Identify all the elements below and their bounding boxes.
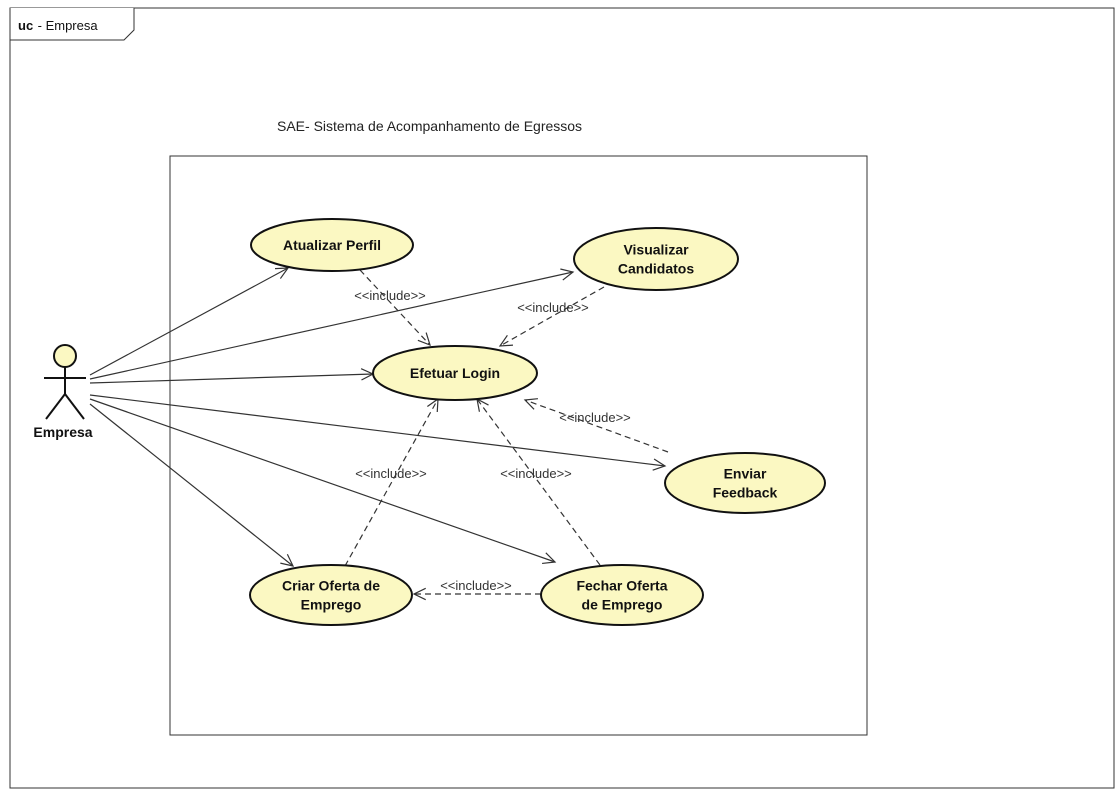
use-case-atualizar-perfil[interactable]: Atualizar Perfil: [250, 218, 414, 272]
assoc-fechar-oferta-arrowhead: [542, 552, 557, 565]
frame-kind: uc: [18, 18, 33, 33]
use-case-label: Feedback: [713, 485, 778, 501]
use-case-label: Enviar: [724, 466, 767, 482]
include-criar-oferta-line: [344, 398, 439, 567]
actor-empresa[interactable]: Empresa: [33, 344, 93, 440]
include-atualizar-perfil-arrowhead: [417, 332, 431, 347]
assoc-atualizar-perfil-arrowhead: [274, 267, 290, 279]
use-case-label: Emprego: [301, 597, 362, 613]
include-enviar-feedback[interactable]: <<include>>: [523, 398, 669, 453]
use-case-label: Criar Oferta de: [282, 578, 380, 594]
actor-right-leg: [64, 393, 85, 420]
include-visualizar[interactable]: <<include>>: [498, 286, 605, 347]
include-criar-oferta[interactable]: <<include>>: [344, 397, 439, 567]
include-visualizar-label: <<include>>: [517, 300, 589, 315]
use-case-label: Candidatos: [618, 261, 694, 277]
use-case-ellipse: [664, 452, 826, 514]
use-case-ellipse: [249, 564, 413, 626]
use-case-fechar-oferta[interactable]: Fechar Oferta de Emprego: [540, 564, 704, 626]
include-visualizar-arrowhead: [498, 334, 514, 347]
use-case-label: Fechar Oferta: [576, 578, 667, 594]
include-fechar-criar[interactable]: <<include>>: [412, 578, 541, 601]
assoc-fechar-oferta[interactable]: [89, 398, 556, 563]
frame-label: uc - Empresa: [18, 17, 98, 34]
assoc-enviar-feedback-arrowhead: [652, 458, 667, 471]
assoc-criar-oferta[interactable]: [89, 403, 294, 567]
assoc-visualizar-arrowhead: [560, 268, 575, 281]
include-criar-oferta-label: <<include>>: [355, 466, 427, 481]
include-atualizar-perfil[interactable]: <<include>>: [354, 269, 431, 347]
assoc-enviar-feedback[interactable]: [89, 394, 666, 467]
assoc-criar-oferta-arrowhead: [280, 554, 295, 567]
actor-head: [53, 344, 77, 368]
use-case-label: Atualizar Perfil: [283, 237, 381, 253]
use-case-ellipse: [573, 227, 739, 291]
include-criar-oferta-arrowhead: [427, 397, 439, 413]
use-cases: Atualizar Perfil VisualizarCandidatosEfet…: [249, 218, 826, 626]
actor-left-leg: [45, 393, 66, 420]
actor-label: Empresa: [33, 424, 92, 440]
assoc-atualizar-perfil[interactable]: [89, 267, 289, 376]
association-lines: [89, 267, 667, 567]
include-enviar-feedback-line: [524, 399, 669, 453]
include-enviar-feedback-label: <<include>>: [559, 410, 631, 425]
frame-name: - Empresa: [38, 18, 99, 33]
include-atualizar-perfil-line: [359, 269, 431, 346]
include-atualizar-perfil-label: <<include>>: [354, 288, 426, 303]
use-case-ellipse: [540, 564, 704, 626]
use-case-label: Visualizar: [623, 242, 689, 258]
use-case-label: de Emprego: [582, 597, 663, 613]
system-title: SAE- Sistema de Acompanhamento de Egress…: [277, 118, 582, 134]
include-fechar-criar-arrowhead: [412, 587, 426, 601]
include-fechar-criar-label: <<include>>: [440, 578, 512, 593]
include-enviar-feedback-arrowhead: [523, 398, 538, 410]
include-fechar-oferta-line: [476, 398, 601, 566]
system-boundary: [169, 155, 868, 736]
frame-label-tab: [9, 8, 135, 41]
use-case-criar-oferta[interactable]: Criar Oferta de Emprego: [249, 564, 413, 626]
assoc-visualizar[interactable]: [89, 271, 574, 380]
use-case-ellipse: [372, 345, 538, 401]
use-case-label: Efetuar Login: [410, 365, 500, 381]
use-case-efetuar-login[interactable]: Efetuar Login: [372, 345, 538, 401]
include-visualizar-line: [499, 286, 605, 347]
include-dependencies: <<include>> <<include>> <<include>> <<inclu…: [344, 269, 669, 601]
include-fechar-oferta-label: <<include>>: [500, 466, 572, 481]
use-case-ellipse: [250, 218, 414, 272]
diagram-frame: [9, 7, 1115, 789]
assoc-efetuar-login[interactable]: [89, 373, 374, 384]
